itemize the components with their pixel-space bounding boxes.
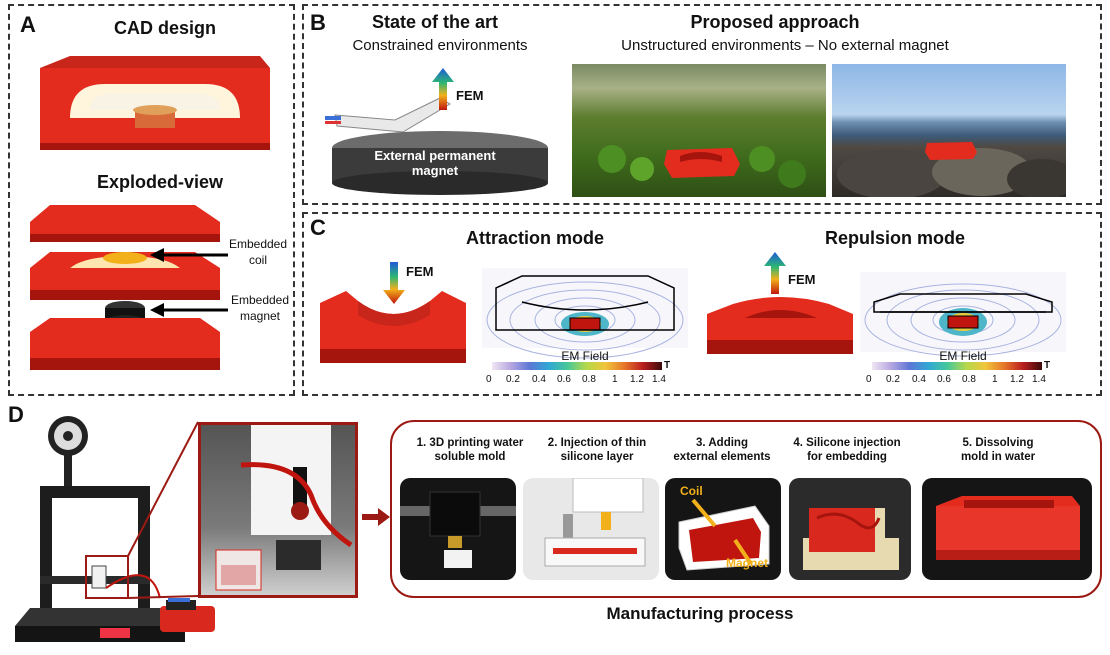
force-arrow-up-b xyxy=(432,68,454,110)
step-3-image xyxy=(665,478,781,580)
grass-photo xyxy=(572,64,826,197)
state-of-art-title: State of the art xyxy=(371,12,499,32)
magnet-pointer-arrow xyxy=(150,303,228,317)
rocks-sea-photo xyxy=(832,64,1066,197)
step-5-label: 5. Dissolving mold in water xyxy=(960,437,1036,463)
step-1-image xyxy=(400,478,516,580)
colorbar-ticks-repulsion: 0 0.2 0.4 0.6 0.8 1 1.2 1.4 xyxy=(866,374,1046,385)
proposed-approach-title: Proposed approach xyxy=(690,12,860,32)
panel-a xyxy=(8,4,295,396)
external-magnet-text: External permanent magnet xyxy=(374,148,496,178)
repulsion-mode-title: Repulsion mode xyxy=(824,228,965,248)
colorbar-unit-repulsion: T xyxy=(1044,360,1051,371)
cad-design-title: CAD design xyxy=(113,18,216,38)
force-label-b: FEM xyxy=(456,88,484,103)
step-2-label: 2. Injection of thin silicone layer xyxy=(547,437,647,463)
step-3-label: 3. Adding external elements xyxy=(673,437,771,463)
step-4-image xyxy=(789,478,911,580)
proposed-approach-subtitle: Unstructured environments – No external … xyxy=(621,37,949,54)
exploded-view-render xyxy=(30,205,220,370)
step-1-label: 1. 3D printing water soluble mold xyxy=(416,437,524,463)
panel-c-label: C xyxy=(310,215,326,240)
magnet-label-step3: Magnet xyxy=(726,556,768,570)
step-5-image xyxy=(922,478,1092,580)
process-arrow xyxy=(362,508,390,526)
manufacturing-process-title: Manufacturing process xyxy=(606,604,794,623)
attraction-mode-title: Attraction mode xyxy=(465,228,604,248)
em-field-label-attraction: EM Field xyxy=(561,349,609,363)
coil-pointer-arrow xyxy=(150,248,228,262)
attraction-actuator-render xyxy=(320,291,466,363)
step-2-image xyxy=(523,478,659,580)
exploded-view-title: Exploded-view xyxy=(96,172,224,192)
external-magnet-render xyxy=(325,97,548,195)
colorbar-attraction xyxy=(492,362,662,370)
step-4-label: 4. Silicone injection for embedding xyxy=(793,437,901,463)
force-label-attraction: FEM xyxy=(406,264,434,279)
attraction-field-plot xyxy=(482,268,688,359)
force-arrow-up-c xyxy=(764,252,786,294)
em-field-label-repulsion: EM Field xyxy=(939,349,987,363)
embedded-coil-label: Embedded coil xyxy=(228,237,288,267)
colorbar-repulsion xyxy=(872,362,1042,370)
force-arrow-down-c xyxy=(383,262,405,304)
colorbar-unit-attraction: T xyxy=(664,360,671,371)
panel-b-label: B xyxy=(310,10,326,35)
3d-printer-render xyxy=(15,416,215,642)
colorbar-ticks-attraction: 0 0.2 0.4 0.6 0.8 1 1.2 1.4 xyxy=(486,374,666,385)
printer-closeup-photo xyxy=(198,422,358,598)
panel-c xyxy=(302,212,1102,396)
embedded-magnet-label: Embedded magnet xyxy=(230,293,290,323)
state-of-art-subtitle: Constrained environments xyxy=(352,37,528,54)
cad-design-render xyxy=(40,56,270,150)
coil-label-step3: Coil xyxy=(680,484,703,498)
manufacturing-process-frame xyxy=(390,420,1102,598)
panel-d-label: D xyxy=(8,402,24,427)
force-label-repulsion: FEM xyxy=(788,272,816,287)
panel-b xyxy=(302,4,1102,205)
panel-a-label: A xyxy=(20,12,36,37)
zoom-connector-lines xyxy=(127,421,199,599)
repulsion-actuator-render xyxy=(707,297,853,354)
repulsion-field-plot xyxy=(860,272,1066,357)
